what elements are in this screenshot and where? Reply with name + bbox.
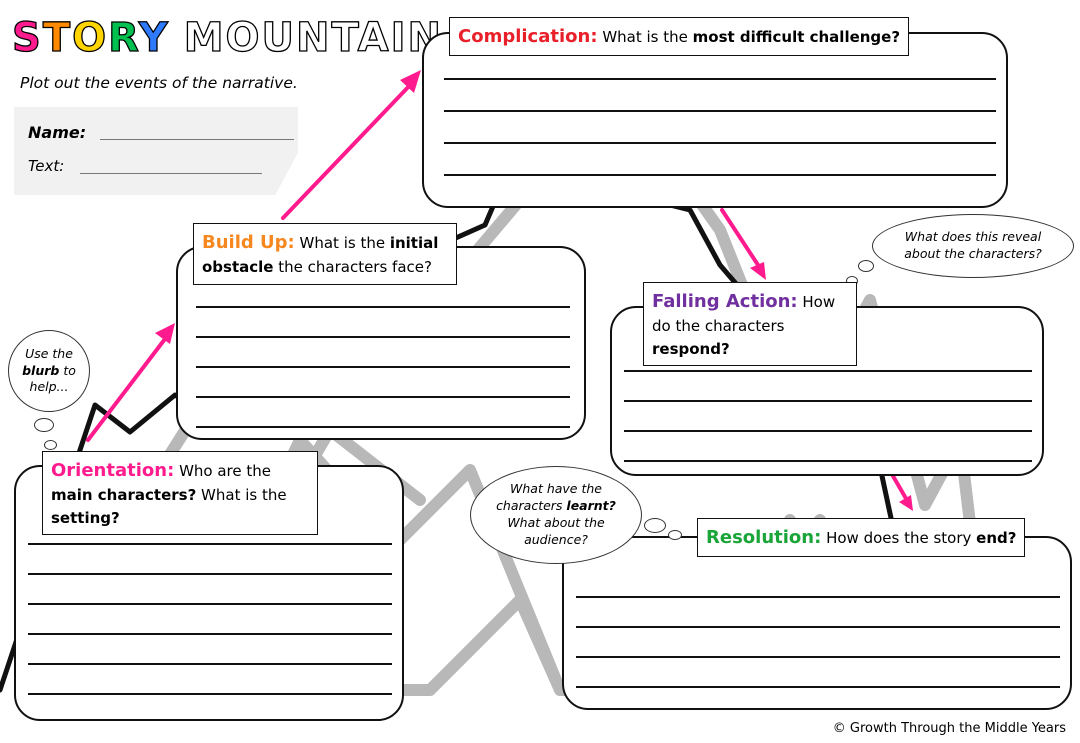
orientation-prompt-1: Who are the bbox=[179, 462, 271, 480]
instruction-text: Plot out the events of the narrative. bbox=[20, 74, 298, 92]
bubble-reveal-text: What does this reveal about the characte… bbox=[904, 229, 1042, 261]
thought-dot bbox=[858, 260, 874, 272]
ruled-line bbox=[576, 686, 1060, 688]
complication-writing-box[interactable] bbox=[422, 32, 1008, 208]
buildup-prompt-3: the characters face? bbox=[273, 258, 432, 276]
orientation-label: Orientation: Who are the main characters… bbox=[42, 451, 318, 535]
title-letter: R bbox=[107, 14, 139, 61]
bubble-learnt-text: What have the characters learnt? What ab… bbox=[492, 481, 620, 549]
ruled-line bbox=[444, 78, 996, 80]
arrow-orientation-to-buildup bbox=[86, 333, 170, 442]
orientation-heading: Orientation: bbox=[51, 460, 175, 481]
arrowhead-3 bbox=[750, 262, 766, 280]
buildup-prompt-2: initial obstacle bbox=[202, 234, 439, 276]
text-input-line[interactable] bbox=[80, 173, 262, 174]
buildup-heading: Build Up: bbox=[202, 232, 295, 253]
ruled-line bbox=[624, 370, 1032, 372]
thought-dot bbox=[668, 530, 682, 540]
bubble-learnt-part-1: What have the characters bbox=[496, 481, 602, 514]
ruled-line bbox=[196, 366, 570, 368]
arrow-buildup-to-complication bbox=[281, 80, 415, 220]
orientation-prompt-3: What is the bbox=[196, 486, 287, 504]
title-letter: S bbox=[11, 14, 43, 61]
arrowheads bbox=[155, 70, 913, 511]
ruled-line bbox=[624, 430, 1032, 432]
name-label: Name: bbox=[28, 123, 87, 142]
bubble-blurb-part-2: blurb bbox=[22, 362, 60, 378]
resolution-prompt-2: end? bbox=[976, 529, 1017, 547]
thought-dot bbox=[34, 418, 54, 432]
ruled-line bbox=[444, 174, 996, 176]
ruled-line bbox=[576, 656, 1060, 658]
ruled-line bbox=[28, 603, 392, 605]
falling-action-heading: Falling Action: bbox=[652, 291, 798, 312]
bubble-learnt-part-2: learnt? bbox=[566, 498, 616, 514]
complication-prompt-2: most difficult challenge? bbox=[692, 28, 901, 46]
ruled-line bbox=[196, 426, 570, 428]
complication-heading: Complication: bbox=[458, 26, 598, 47]
name-input-line[interactable] bbox=[100, 139, 294, 140]
ruled-line bbox=[576, 626, 1060, 628]
worksheet-title: STORY MOUNTAIN bbox=[11, 10, 443, 66]
bubble-blurb-text: Use the blurb to help... bbox=[9, 342, 89, 401]
ruled-line bbox=[28, 543, 392, 545]
title-word-mountain: MOUNTAIN bbox=[183, 14, 443, 61]
thought-bubble-learnt: What have the characters learnt? What ab… bbox=[470, 466, 642, 564]
bubble-blurb-part-3: to help... bbox=[29, 362, 76, 395]
thought-dot bbox=[644, 518, 666, 533]
buildup-label: Build Up: What is the initial obstacle t… bbox=[193, 223, 457, 285]
ruled-line bbox=[444, 142, 996, 144]
story-arrows bbox=[86, 80, 910, 504]
title-letter: T bbox=[42, 14, 73, 61]
ruled-line bbox=[624, 460, 1032, 462]
resolution-writing-box[interactable] bbox=[562, 536, 1072, 710]
ruled-line bbox=[624, 400, 1032, 402]
arrow-complication-to-falling bbox=[720, 208, 762, 270]
title-word-story: STORY bbox=[11, 14, 170, 61]
copyright-text: © Growth Through the Middle Years bbox=[832, 721, 1066, 736]
bubble-learnt-part-3: What about the audience? bbox=[507, 515, 605, 547]
ruled-line bbox=[28, 633, 392, 635]
title-letter: Y bbox=[138, 14, 170, 61]
arrowhead-1 bbox=[155, 323, 175, 344]
thought-bubble-blurb: Use the blurb to help... bbox=[8, 330, 90, 412]
resolution-heading: Resolution: bbox=[706, 527, 822, 548]
arrowhead-2 bbox=[400, 70, 421, 93]
ruled-line bbox=[28, 663, 392, 665]
name-text-panel: Name: Text: bbox=[14, 107, 298, 195]
arrow-falling-to-resolution bbox=[891, 474, 910, 504]
ruled-line bbox=[28, 693, 392, 695]
orientation-prompt-2: main characters? bbox=[51, 486, 197, 504]
arrowhead-4 bbox=[899, 495, 913, 511]
ruled-line bbox=[196, 396, 570, 398]
complication-label: Complication: What is the most difficult… bbox=[449, 17, 910, 56]
ruled-line bbox=[28, 573, 392, 575]
ruled-line bbox=[196, 336, 570, 338]
ruled-line bbox=[444, 110, 996, 112]
ruled-line bbox=[576, 596, 1060, 598]
falling-action-prompt-1: How do the characters bbox=[652, 293, 836, 335]
thought-bubble-reveal: What does this reveal about the characte… bbox=[872, 214, 1074, 278]
bubble-blurb-part-1: Use the bbox=[25, 345, 73, 361]
buildup-prompt-1: What is the bbox=[299, 234, 390, 252]
title-letter: O bbox=[71, 14, 109, 61]
falling-action-label: Falling Action: How do the characters re… bbox=[643, 282, 857, 366]
resolution-label: Resolution: How does the story end? bbox=[697, 518, 1026, 557]
thought-dot bbox=[44, 440, 57, 450]
complication-prompt-1: What is the bbox=[602, 28, 693, 46]
ruled-line bbox=[196, 306, 570, 308]
orientation-prompt-4: setting? bbox=[51, 508, 120, 527]
falling-action-prompt-2: respond? bbox=[652, 339, 730, 358]
text-label: Text: bbox=[28, 157, 65, 175]
resolution-prompt-1: How does the story bbox=[826, 529, 977, 547]
